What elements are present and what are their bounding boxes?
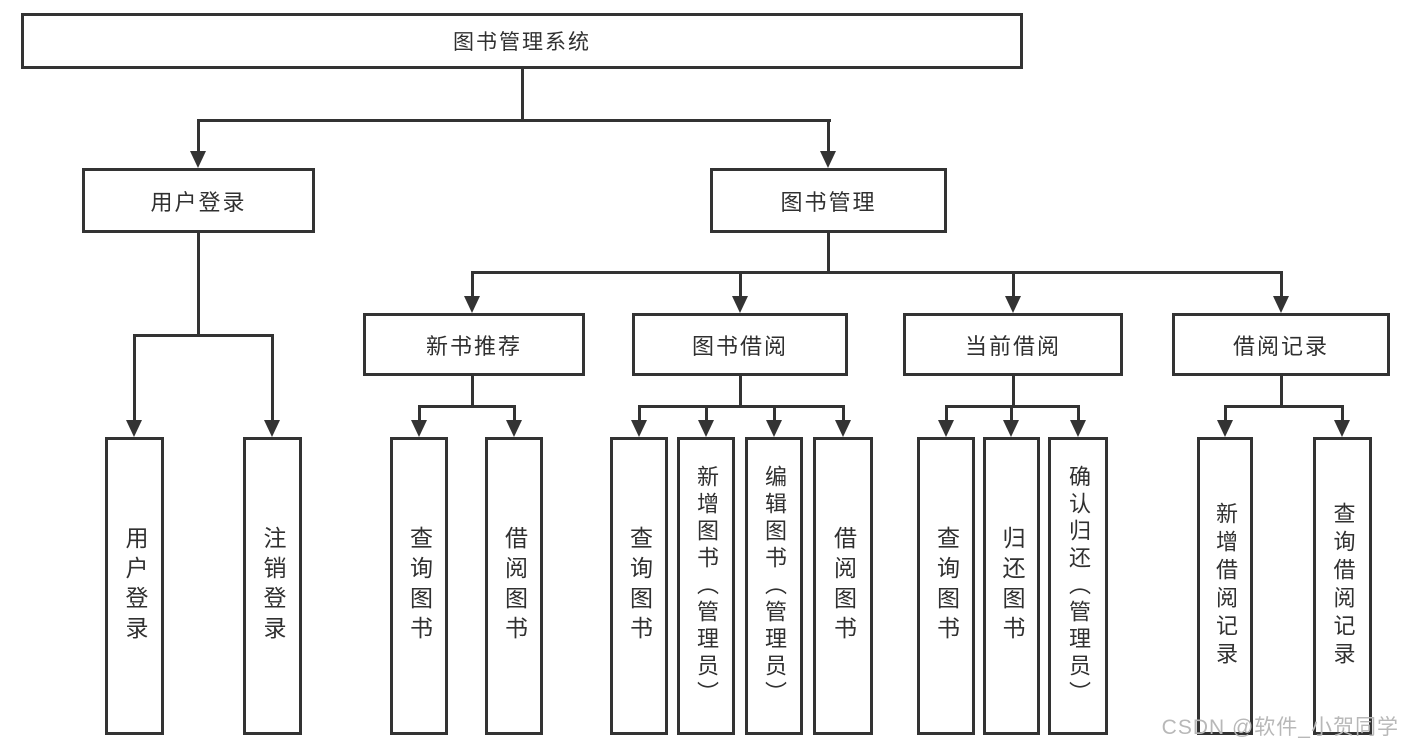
connector-line [827, 233, 830, 274]
leaf-add-book-admin: 新增图书（管理员） [677, 437, 735, 735]
arrow-down-icon [835, 420, 851, 437]
connector-line [827, 119, 830, 153]
connector-line [1077, 405, 1080, 422]
connector-line [418, 405, 421, 422]
leaf-logout: 注销登录 [243, 437, 302, 735]
connector-line [1012, 271, 1015, 298]
leaf-user-login: 用户登录 [105, 437, 164, 735]
leaf-borrow-books: 借阅图书 [813, 437, 873, 735]
node-current-borrow: 当前借阅 [903, 313, 1123, 376]
node-user-login: 用户登录 [82, 168, 315, 233]
connector-line [471, 271, 474, 298]
leaf-add-borrow-record: 新增借阅记录 [1197, 437, 1253, 735]
arrow-down-icon [126, 420, 142, 437]
arrow-down-icon [464, 296, 480, 313]
connector-line [1280, 375, 1283, 407]
arrow-down-icon [1003, 420, 1019, 437]
connector-line [739, 271, 742, 298]
connector-line [471, 375, 474, 407]
node-book-borrow: 图书借阅 [632, 313, 848, 376]
node-borrow-records: 借阅记录 [1172, 313, 1390, 376]
connector-line [1280, 271, 1283, 298]
arrow-down-icon [264, 420, 280, 437]
connector-line [471, 271, 1283, 274]
connector-line [271, 334, 274, 422]
connector-line [513, 405, 516, 422]
connector-line [1224, 405, 1227, 422]
arrow-down-icon [1070, 420, 1086, 437]
arrow-down-icon [1273, 296, 1289, 313]
connector-line [773, 405, 776, 422]
arrow-down-icon [698, 420, 714, 437]
node-root-library-management-system: 图书管理系统 [21, 13, 1023, 69]
connector-line [842, 405, 845, 422]
connector-line [1341, 405, 1344, 422]
arrow-down-icon [938, 420, 954, 437]
connector-line [197, 119, 831, 122]
leaf-query-borrow-record: 查询借阅记录 [1313, 437, 1372, 735]
connector-line [1010, 405, 1013, 422]
connector-line [945, 405, 948, 422]
leaf-return-book: 归还图书 [983, 437, 1040, 735]
connector-line [1224, 405, 1344, 408]
connector-line [133, 334, 274, 337]
connector-line [133, 334, 136, 422]
node-new-book-recommend: 新书推荐 [363, 313, 585, 376]
node-book-management: 图书管理 [710, 168, 947, 233]
arrow-down-icon [766, 420, 782, 437]
leaf-edit-book-admin: 编辑图书（管理员） [745, 437, 803, 735]
arrow-down-icon [411, 420, 427, 437]
arrow-down-icon [1217, 420, 1233, 437]
leaf-query-books-current: 查询图书 [917, 437, 975, 735]
leaf-query-books-borrow: 查询图书 [610, 437, 668, 735]
csdn-watermark: CSDN @软件_小贺同学 [1161, 716, 1399, 739]
arrow-down-icon [1334, 420, 1350, 437]
leaf-borrow-books-recommend: 借阅图书 [485, 437, 543, 735]
connector-line [197, 119, 200, 153]
connector-line [1012, 375, 1015, 407]
connector-line [418, 405, 516, 408]
leaf-confirm-return-admin: 确认归还（管理员） [1048, 437, 1108, 735]
connector-line [739, 375, 742, 407]
connector-line [705, 405, 708, 422]
arrow-down-icon [190, 151, 206, 168]
connector-line [638, 405, 845, 408]
arrow-down-icon [732, 296, 748, 313]
arrow-down-icon [1005, 296, 1021, 313]
connector-line [197, 233, 200, 337]
connector-line [638, 405, 641, 422]
arrow-down-icon [631, 420, 647, 437]
leaf-query-books-recommend: 查询图书 [390, 437, 448, 735]
connector-line [521, 68, 524, 121]
arrow-down-icon [506, 420, 522, 437]
arrow-down-icon [820, 151, 836, 168]
